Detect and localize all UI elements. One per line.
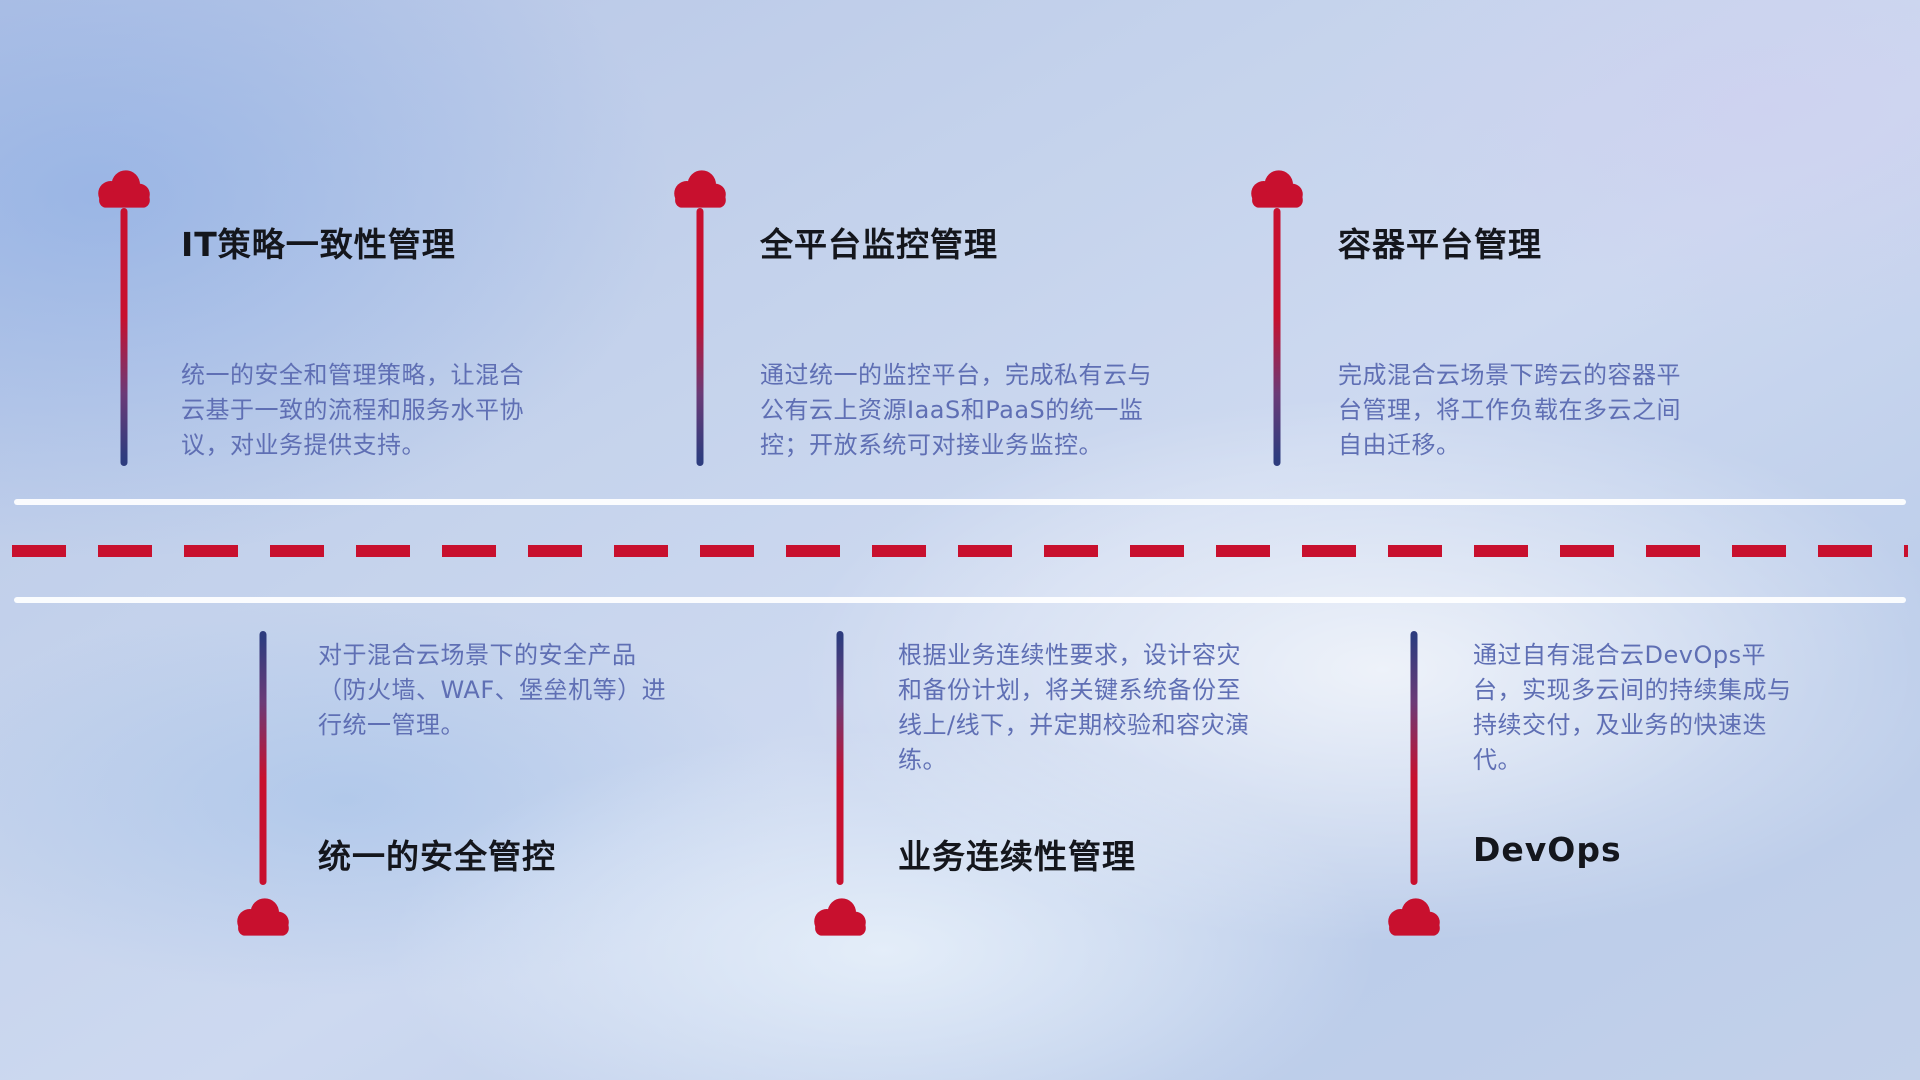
feature-title: 统一的安全管控: [318, 837, 556, 876]
feature-title: 容器平台管理: [1338, 225, 1542, 264]
timeline-stem: [836, 631, 844, 885]
cloud-icon: [814, 898, 866, 936]
feature-title: 全平台监控管理: [760, 225, 998, 264]
cloud-icon: [674, 170, 726, 208]
road-top-line: [14, 499, 1906, 505]
feature-title: IT策略一致性管理: [181, 225, 456, 264]
timeline-stem: [259, 631, 267, 885]
road-bottom-line: [14, 597, 1906, 603]
feature-description: 统一的安全和管理策略，让混合云基于一致的流程和服务水平协议，对业务提供支持。: [181, 361, 524, 459]
road-center-dashed-line: [12, 545, 1908, 557]
timeline-stem: [696, 208, 704, 466]
feature-description: 通过统一的监控平台，完成私有云与公有云上资源IaaS和PaaS的统一监控；开放系…: [760, 361, 1152, 459]
timeline-stem: [1410, 631, 1418, 885]
cloud-icon: [237, 898, 289, 936]
cloud-icon: [1251, 170, 1303, 208]
feature-description: 通过自有混合云DevOps平台，实现多云间的持续集成与持续交付，及业务的快速迭代…: [1473, 641, 1792, 774]
feature-title: 业务连续性管理: [898, 837, 1136, 876]
feature-description: 根据业务连续性要求，设计容灾和备份计划，将关键系统备份至线上/线下，并定期校验和…: [898, 641, 1250, 774]
timeline-stem: [120, 208, 128, 466]
feature-title: DevOps: [1473, 830, 1622, 869]
feature-description: 完成混合云场景下跨云的容器平台管理，将工作负载在多云之间自由迁移。: [1338, 361, 1681, 459]
feature-description: 对于混合云场景下的安全产品（防火墙、WAF、堡垒机等）进行统一管理。: [318, 641, 667, 739]
cloud-icon: [1388, 898, 1440, 936]
timeline-stem: [1273, 208, 1281, 466]
cloud-icon: [98, 170, 150, 208]
